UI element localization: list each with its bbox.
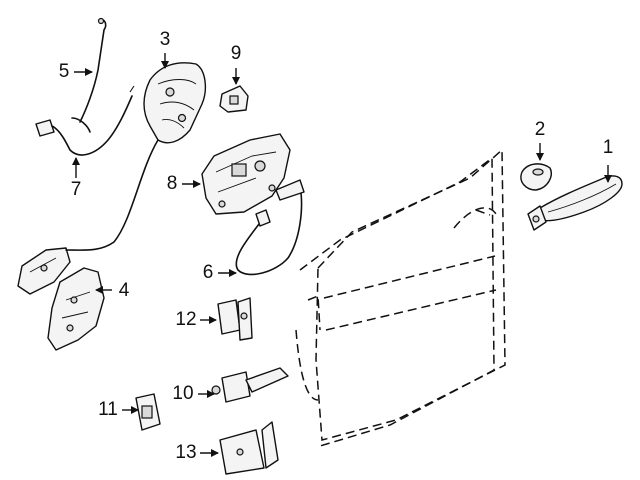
door-striker: [219, 85, 249, 113]
callout-11: 11: [98, 399, 118, 420]
callout-2: 2: [535, 119, 546, 140]
door-latch-actuator: [143, 62, 207, 144]
callout-1: 1: [603, 137, 614, 158]
lock-rod: [79, 17, 107, 123]
release-cable: [35, 85, 135, 156]
lower-latch-assembly: [17, 247, 71, 295]
callout-12: 12: [175, 309, 196, 330]
callout-8: 8: [167, 173, 178, 194]
door-latch: [201, 133, 291, 215]
leader-arrows: [72, 53, 612, 457]
lower-door-hinge: [219, 421, 279, 475]
callout-7: 7: [71, 179, 82, 200]
inside-handle-cable: [235, 179, 305, 276]
callout-labels: 1 2 3 4 5 6 7 8 9 10 11 12 13: [59, 29, 614, 463]
actuator-cable: [65, 139, 159, 251]
upper-door-hinge: [217, 297, 253, 341]
lower-latch-bracket: [47, 267, 105, 351]
callout-5: 5: [59, 61, 70, 82]
check-seal-plate: [135, 393, 161, 431]
lock-cylinder-cap: [520, 163, 552, 191]
callout-10: 10: [172, 383, 193, 404]
callout-6: 6: [203, 262, 214, 283]
callout-3: 3: [160, 29, 171, 50]
door-check: [211, 367, 289, 403]
outside-door-handle: [527, 175, 623, 231]
callout-13: 13: [175, 442, 196, 463]
door-outline: [295, 148, 506, 447]
callout-9: 9: [231, 43, 242, 64]
callout-4: 4: [119, 280, 130, 301]
